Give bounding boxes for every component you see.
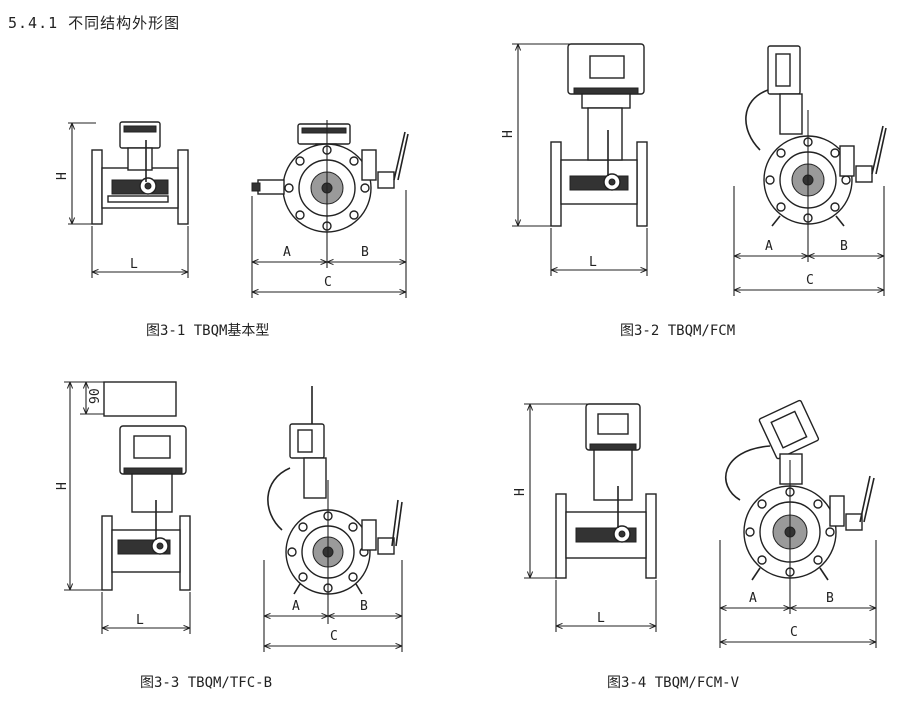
fig1-dim-b: B xyxy=(361,245,369,260)
fig2-dim-l: L xyxy=(589,255,597,270)
fig3-side-view xyxy=(101,381,191,591)
fig4-dim-l: L xyxy=(597,611,605,626)
fig1-side-view xyxy=(91,121,189,225)
figure-4-drawing: H L xyxy=(513,399,877,648)
fig2-front-view xyxy=(745,45,887,227)
fig3-dim-90: 90 xyxy=(88,388,103,404)
fig3-dim-h: H xyxy=(55,482,70,490)
fig4-front-view xyxy=(724,399,875,581)
fig3-dim-a: A xyxy=(292,599,300,614)
figure-2-drawing: H L xyxy=(501,43,887,296)
fig3-dim-c: C xyxy=(330,629,338,644)
fig3-dim-b: B xyxy=(360,599,368,614)
fig4-dim-b: B xyxy=(826,591,834,606)
figure-3-drawing: 90 H L xyxy=(55,381,403,652)
fig1-front-view xyxy=(251,123,409,233)
fig3-dim-l: L xyxy=(136,613,144,628)
fig1-dim-a: A xyxy=(283,245,291,260)
figure-1-caption: 图3-1 TBQM基本型 xyxy=(146,323,270,339)
figure-4-caption: 图3-4 TBQM/FCM-V xyxy=(607,675,740,691)
section-title: 5.4.1 不同结构外形图 xyxy=(8,14,181,32)
fig2-dim-c: C xyxy=(806,273,814,288)
fig2-dim-b: B xyxy=(840,239,848,254)
fig1-dim-h: H xyxy=(55,172,70,180)
fig2-dim-h: H xyxy=(501,130,516,138)
figure-1-drawing: H L xyxy=(55,120,409,298)
fig2-side-view xyxy=(550,43,648,227)
fig3-front-view xyxy=(267,386,403,595)
figure-3-caption: 图3-3 TBQM/TFC-B xyxy=(140,675,273,691)
fig4-dim-a: A xyxy=(749,591,757,606)
fig2-dim-a: A xyxy=(765,239,773,254)
fig1-dim-l: L xyxy=(130,257,138,272)
fig4-side-view xyxy=(555,403,657,579)
fig1-dim-c: C xyxy=(324,275,332,290)
fig4-dim-c: C xyxy=(790,625,798,640)
fig4-dim-h: H xyxy=(513,488,528,496)
figure-2-caption: 图3-2 TBQM/FCM xyxy=(620,323,736,339)
